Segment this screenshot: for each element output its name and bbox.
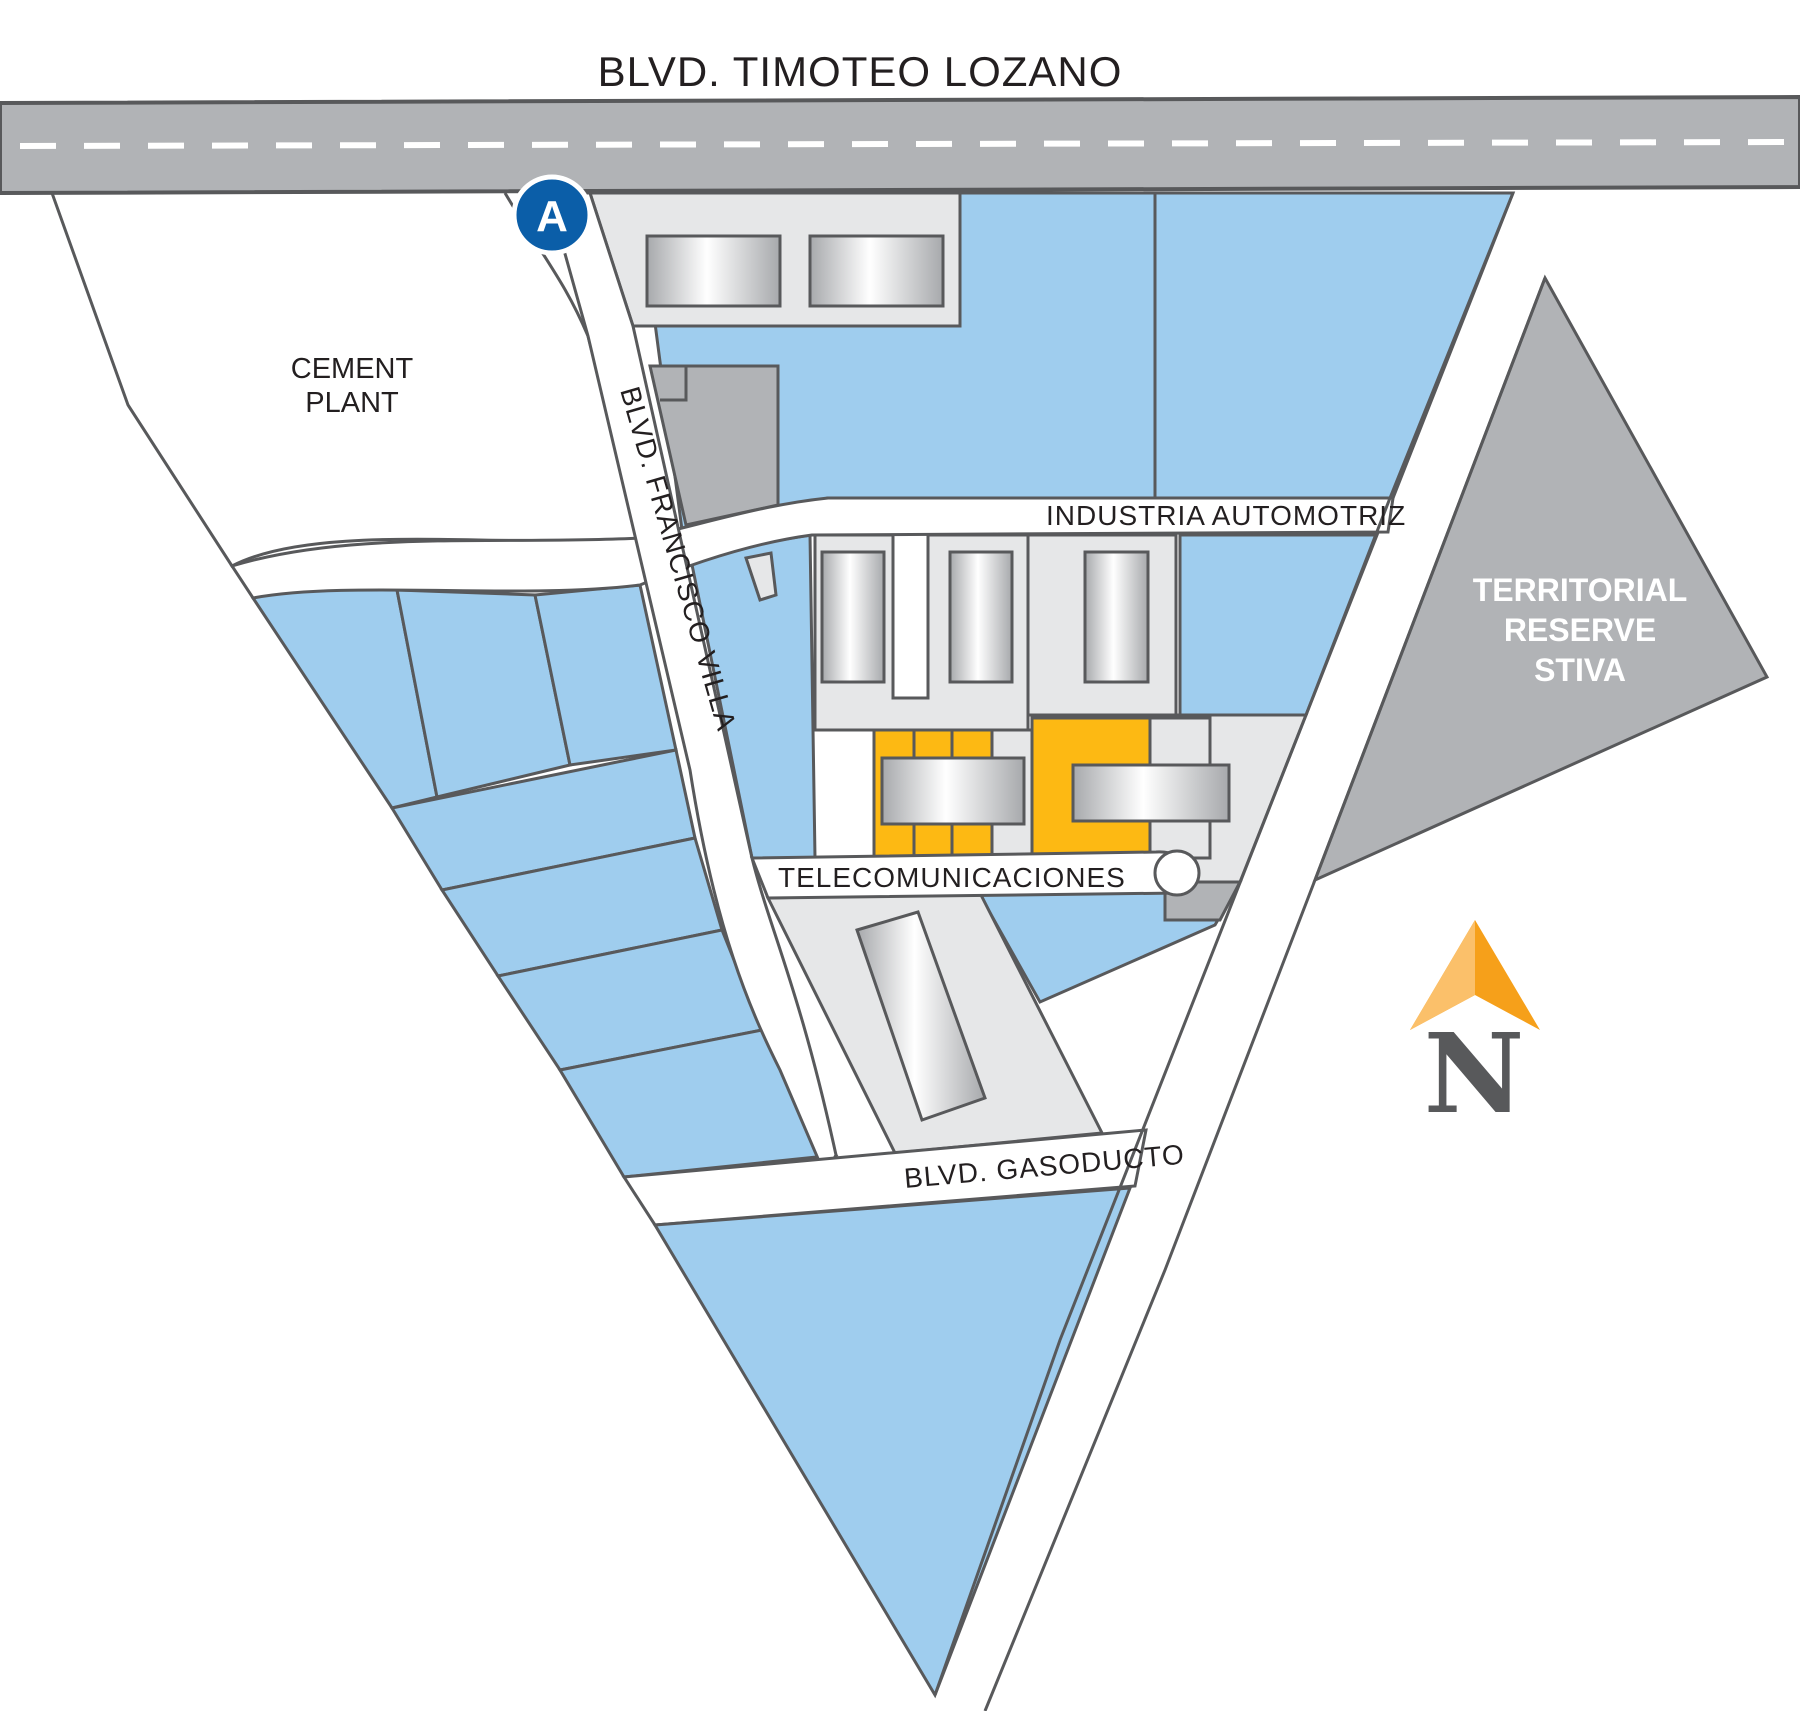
highway-east-edge-west bbox=[933, 192, 1515, 1696]
building-yellow-1 bbox=[880, 756, 1026, 826]
building-n2 bbox=[808, 234, 945, 308]
label-reserve-2: RESERVE bbox=[1504, 612, 1656, 648]
road-gasoducto bbox=[621, 1128, 1148, 1227]
dark-parcel-notch bbox=[650, 364, 688, 402]
lot-south-triangle bbox=[652, 1186, 1133, 1699]
lot-north-east bbox=[1153, 191, 1516, 500]
building-c3 bbox=[1083, 550, 1150, 684]
highway-east-edge-east bbox=[983, 277, 1547, 1711]
building-south bbox=[855, 910, 987, 1122]
label-reserve-3: STIVA bbox=[1534, 652, 1626, 688]
building-n1 bbox=[645, 234, 782, 308]
marker-a-label: A bbox=[536, 192, 568, 241]
cul-de-sac bbox=[1153, 849, 1201, 897]
building-yellow-2 bbox=[1071, 763, 1231, 823]
north-letter: N bbox=[1424, 1009, 1525, 1138]
label-cement-plant-1: CEMENT bbox=[291, 353, 414, 385]
lot-middle-east bbox=[1178, 533, 1380, 717]
building-c1 bbox=[820, 550, 886, 684]
pad-small bbox=[744, 551, 778, 602]
road-industria-automotriz bbox=[229, 496, 1395, 600]
location-marker-a[interactable]: A bbox=[511, 174, 593, 256]
north-compass: N bbox=[1410, 920, 1540, 1138]
label-industria-automotriz: INDUSTRIA AUTOMOTRIZ bbox=[1046, 500, 1406, 531]
building-c2 bbox=[948, 550, 1014, 684]
label-cement-plant-2: PLANT bbox=[305, 387, 399, 419]
buildings bbox=[645, 234, 1231, 1122]
label-main-boulevard: BLVD. TIMOTEO LOZANO bbox=[598, 48, 1123, 95]
main-boulevard bbox=[0, 94, 1800, 196]
marker-a-circle bbox=[511, 174, 593, 256]
label-reserve-1: TERRITORIAL bbox=[1473, 572, 1688, 608]
label-telecomunicaciones: TELECOMUNICACIONES bbox=[778, 862, 1126, 893]
